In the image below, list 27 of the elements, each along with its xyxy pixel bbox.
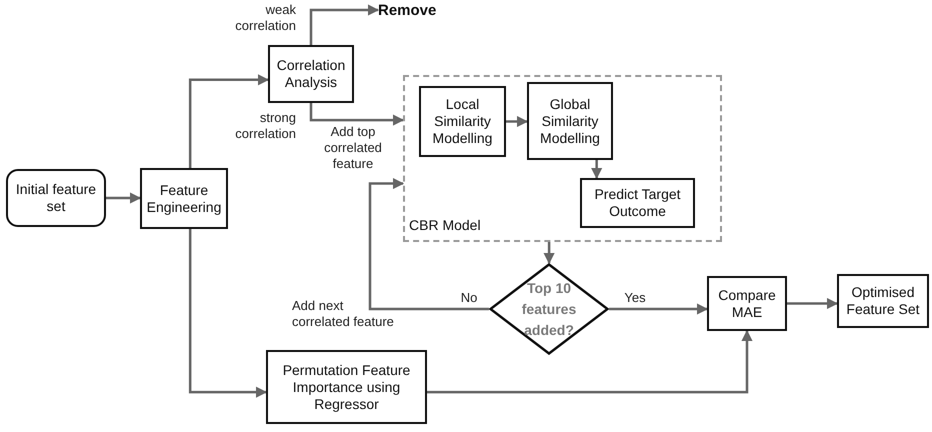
arrow — [106, 192, 142, 204]
arrow — [310, 4, 380, 45]
note-text: Add next correlated feature — [292, 298, 395, 330]
arrow — [188, 74, 270, 168]
process-box: Correlation Analysis — [268, 45, 354, 103]
process-box: Compare MAE — [707, 276, 787, 331]
arrow — [310, 103, 404, 126]
arrow — [188, 229, 268, 398]
arrow — [591, 160, 602, 180]
arrow — [609, 303, 708, 315]
process-box: Local Similarity Modelling — [419, 86, 506, 157]
group-label: CBR Model — [409, 217, 481, 234]
note-text: strong correlation — [234, 110, 296, 142]
arrow — [506, 116, 528, 128]
process-box: Global Similarity Modelling — [527, 82, 613, 160]
start-box: Initial feature set — [6, 169, 106, 227]
process-box: Predict Target Outcome — [580, 178, 695, 228]
process-box: Permutation Feature Importance using Regressor — [266, 350, 427, 424]
arrow — [427, 330, 753, 394]
model-group-box — [403, 75, 722, 242]
process-box: Optimised Feature Set — [837, 274, 929, 328]
process-box: Feature Engineering — [140, 168, 228, 229]
decision-text: Top 10 features added? — [520, 278, 578, 340]
arrow — [368, 178, 489, 310]
outcome-text: Remove — [378, 0, 440, 20]
arrow — [787, 298, 838, 310]
arrow — [543, 242, 555, 264]
